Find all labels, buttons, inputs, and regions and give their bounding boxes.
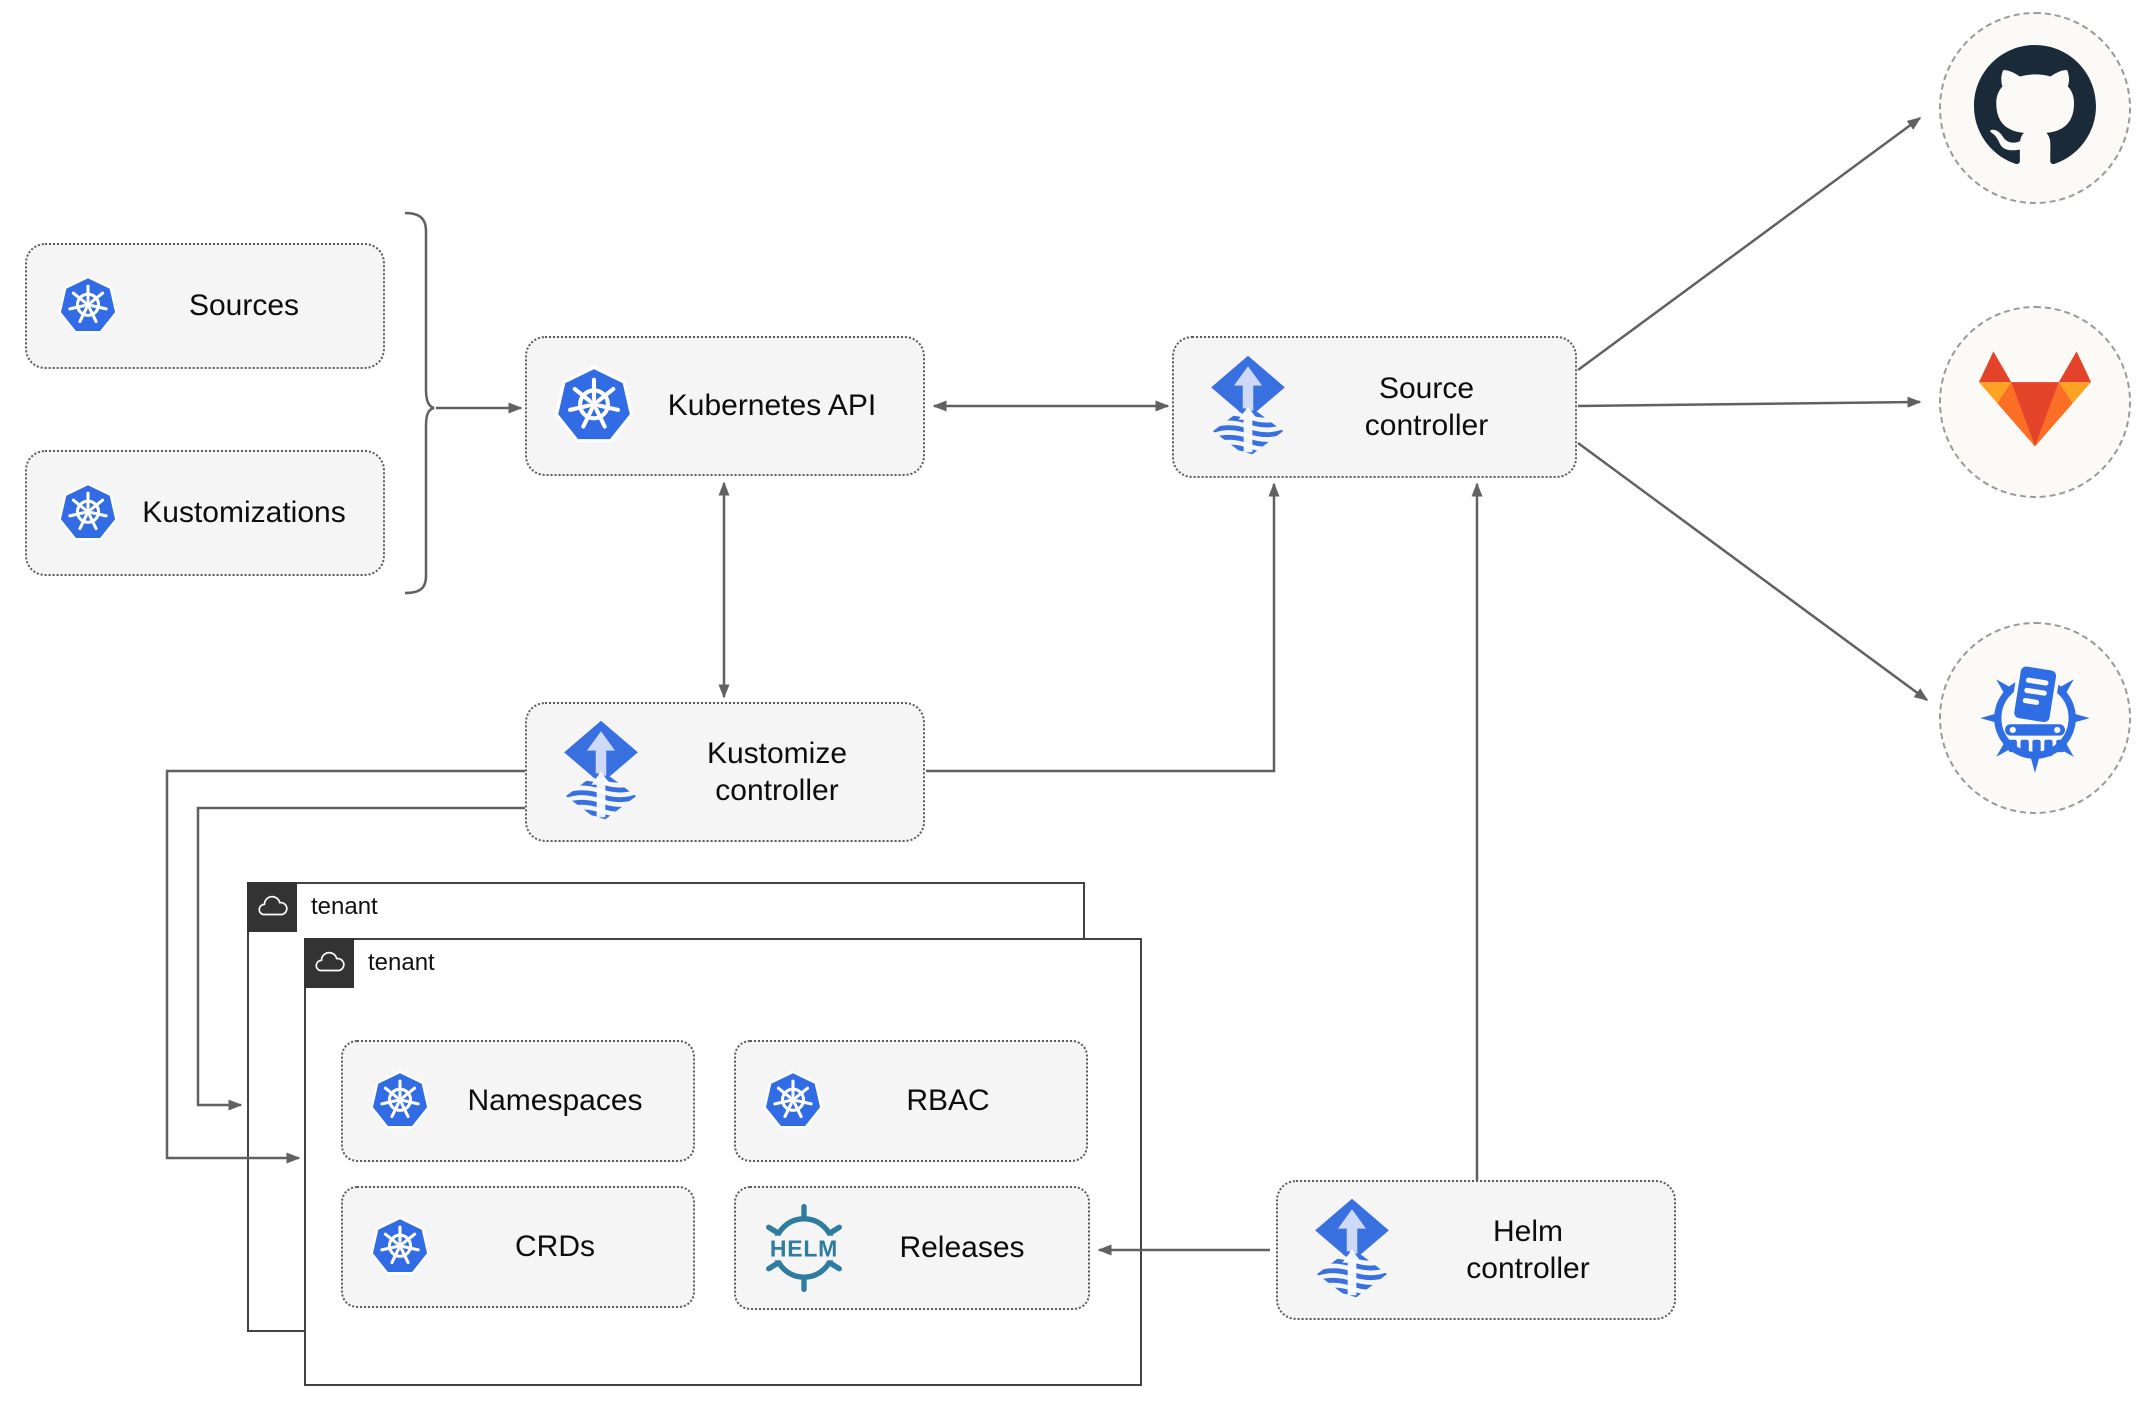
- kubernetes-icon: [57, 482, 119, 544]
- tenant-outer-label: tenant: [311, 892, 378, 920]
- flux-icon: [1204, 354, 1292, 461]
- node-kustomize-controller-label: Kustomize controller: [706, 736, 848, 808]
- arrow-source-to-github: [1577, 116, 1922, 372]
- kubernetes-icon: [369, 1216, 431, 1278]
- arrow-source-to-gitlab: [1577, 396, 1922, 408]
- node-kubernetes-api: Kubernetes API: [525, 336, 925, 476]
- node-rbac: RBAC: [734, 1040, 1088, 1162]
- github-circle: [1939, 12, 2131, 204]
- gitlab-circle: [1939, 306, 2131, 498]
- node-sources-label: Sources: [188, 289, 300, 323]
- node-source-controller: Source controller: [1172, 336, 1577, 478]
- kubernetes-icon: [57, 275, 119, 337]
- node-crds: CRDs: [341, 1186, 695, 1308]
- kubernetes-icon: [553, 365, 635, 447]
- github-icon: [1974, 44, 2096, 172]
- flux-icon: [1308, 1197, 1396, 1304]
- bucket-archive-icon: [1973, 654, 2097, 783]
- node-sources: Sources: [25, 243, 385, 369]
- node-namespaces-label: Namespaces: [467, 1084, 643, 1118]
- kubernetes-icon: [369, 1070, 431, 1132]
- tenant-box-inner: tenant: [303, 937, 1142, 1386]
- helm-icon: HELM: [758, 1202, 850, 1294]
- brace-sources-group: [404, 211, 435, 595]
- node-kustomizations: Kustomizations: [25, 450, 385, 576]
- svg-text:HELM: HELM: [770, 1235, 838, 1261]
- node-crds-label: CRDs: [515, 1230, 595, 1264]
- node-releases: HELM Releases: [734, 1186, 1090, 1310]
- node-kustomize-controller: Kustomize controller: [525, 702, 925, 842]
- node-releases-label: Releases: [899, 1231, 1025, 1265]
- node-source-controller-label: Source controller: [1364, 371, 1489, 443]
- node-namespaces: Namespaces: [341, 1040, 695, 1162]
- flux-icon: [557, 719, 645, 826]
- kubernetes-icon: [762, 1070, 824, 1132]
- node-helm-controller-label: Helm controller: [1466, 1214, 1590, 1286]
- arrow-source-to-bucket: [1577, 441, 1929, 702]
- bucket-circle: [1939, 622, 2131, 814]
- node-rbac-label: RBAC: [906, 1084, 990, 1118]
- node-kubernetes-api-label: Kubernetes API: [667, 389, 877, 423]
- node-helm-controller: Helm controller: [1276, 1180, 1676, 1320]
- node-kustomizations-label: Kustomizations: [142, 496, 346, 530]
- arrow-kustomize-to-source-controller: [926, 482, 1280, 773]
- cloud-icon: [303, 937, 354, 988]
- tenant-inner-label: tenant: [368, 948, 435, 976]
- gitlab-icon: [1975, 348, 2095, 457]
- cloud-icon: [246, 881, 297, 932]
